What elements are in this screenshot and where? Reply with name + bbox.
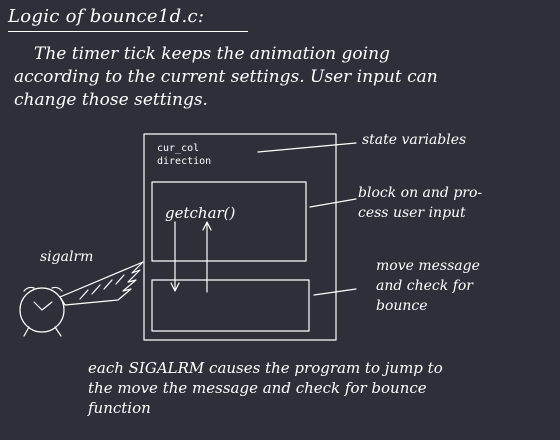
block-label-line-2: cess user input bbox=[358, 205, 466, 221]
down-arrow-head bbox=[170, 282, 180, 292]
up-arrow-head bbox=[202, 221, 212, 231]
move-block bbox=[151, 279, 310, 332]
lightning-hatch bbox=[79, 274, 125, 300]
title-underline bbox=[8, 31, 248, 32]
footer-caption: each SIGALRM causes the program to jump … bbox=[88, 358, 528, 418]
variable-direction: direction bbox=[157, 156, 212, 167]
getchar-label: getchar() bbox=[165, 204, 236, 222]
move-label-line-1: move message bbox=[376, 258, 480, 274]
block-input-label: block on and pro- cess user input bbox=[358, 183, 538, 223]
footer-line-3: function bbox=[88, 399, 151, 417]
block-label-line-1: block on and pro- bbox=[358, 185, 483, 201]
intro-line-2: according to the current settings. User … bbox=[14, 67, 438, 87]
move-label-line-2: and check for bbox=[376, 278, 473, 294]
state-pointer-line bbox=[257, 142, 357, 153]
footer-line-2: the move the message and check for bounc… bbox=[88, 379, 427, 397]
alarm-clock-icon bbox=[19, 286, 65, 337]
intro-text: The timer tick keeps the animation going… bbox=[14, 43, 554, 112]
program-box bbox=[143, 133, 337, 341]
intro-line-1: The timer tick keeps the animation going bbox=[34, 44, 390, 64]
variable-cur-col: cur_col bbox=[157, 143, 200, 154]
move-message-label: move message and check for bounce bbox=[376, 256, 526, 316]
intro-line-3: change those settings. bbox=[14, 90, 208, 110]
footer-line-1: each SIGALRM causes the program to jump … bbox=[88, 359, 443, 377]
input-block bbox=[151, 181, 307, 262]
diagram-title: Logic of bounce1d.c: bbox=[8, 6, 205, 27]
move-label-line-3: bounce bbox=[376, 298, 428, 314]
state-variables-label: state variables bbox=[362, 132, 467, 148]
block-pointer-line bbox=[309, 198, 357, 208]
lightning-bolt bbox=[59, 261, 144, 306]
move-pointer-line bbox=[313, 288, 357, 296]
sigalrm-label: sigalrm bbox=[40, 249, 94, 265]
